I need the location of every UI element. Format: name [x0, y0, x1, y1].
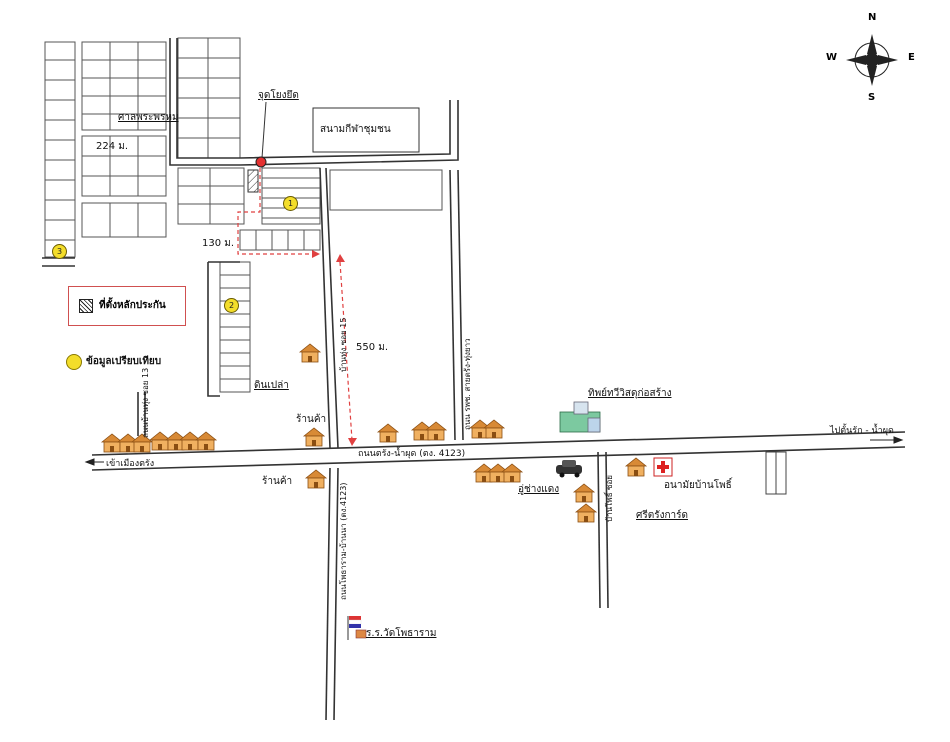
land-plots: [44, 37, 443, 393]
junction-label: จุดโยงยึด: [258, 90, 299, 101]
road-soi15-label: บ้านทุ่ง ซอย 15: [339, 317, 348, 372]
collateral-hatch: [247, 169, 259, 193]
shop-bottom-label: ร้านค้า: [262, 476, 293, 487]
school-label: ร.ร.วัดโพธาราม: [366, 628, 437, 639]
compass-s: S: [868, 92, 876, 103]
roads: [42, 38, 906, 721]
to-trang-label: เข้าเมืองตรัง: [106, 459, 155, 469]
road-rpch-label: ถนน รพช. สายตรัง-ทุ่งยาว: [463, 338, 472, 430]
route-arrow-right: [312, 250, 320, 258]
distance-130-label: 130 ม.: [202, 238, 235, 249]
building-icon: [559, 401, 601, 433]
junction-pointer: [261, 101, 267, 159]
compass-n: N: [868, 12, 877, 23]
badge-1: 1: [283, 196, 298, 211]
soil-land-label: ดินเปล่า: [254, 380, 289, 391]
stadium-box: [312, 107, 420, 153]
junction-marker: [255, 156, 267, 168]
road-arrows: [84, 436, 904, 466]
main-road-label: ถนนตรัง-น้ำผุด (ตง. 4123): [358, 449, 466, 459]
road-banpho-label: บ้านโพธิ์ ซอย: [605, 475, 614, 522]
route-arrow-down: [348, 438, 357, 446]
badge-2: 2: [224, 298, 239, 313]
sri-trang-label: ศรีตรังการ์ด: [636, 510, 689, 521]
stadium-label: สนามกีฬาชุมชน: [320, 124, 391, 135]
temple-hall-label: ศาลพระพรหม: [118, 112, 179, 123]
route-path: [237, 168, 353, 441]
houses: [101, 343, 647, 523]
school-icon: [347, 616, 367, 640]
compass-w: W: [826, 52, 838, 63]
badge-3: 3: [52, 244, 67, 259]
legend-text: ที่ตั้งหลักประกัน: [99, 300, 166, 311]
legend-hatch-swatch: [79, 299, 93, 313]
road-soi13-label: ถนนบ้านทุ่ง ซอย 13: [141, 367, 150, 438]
townhouse-label: ทิพย์ทวีวิสดุก่อสร้าง: [588, 388, 672, 399]
compass-icon: [846, 34, 898, 86]
shop-top-label: ร้านค้า: [296, 414, 327, 425]
distance-224-label: 224 ม.: [96, 141, 129, 152]
compare-info-label: ข้อมูลเปรียบเทียบ: [86, 356, 162, 367]
road-photharam-label: ถนนโพธาราม-บ้านนา (ตง.4123): [339, 482, 348, 600]
hospital-icon: [653, 457, 673, 477]
compass-e: E: [908, 52, 915, 63]
distance-550-label: 550 ม.: [356, 342, 389, 353]
to-namphut-label: ไปตั้นรัก - น้ำผุด: [830, 426, 894, 436]
route-arrow-up: [336, 254, 345, 262]
car-icon: [556, 460, 582, 478]
garage-label: อู่ช่างแดง: [518, 484, 560, 495]
legend-collateral: ที่ตั้งหลักประกัน: [68, 286, 186, 326]
compare-dot-icon: [66, 354, 82, 370]
clinic-label: อนามัยบ้านโพธิ์: [664, 480, 732, 491]
